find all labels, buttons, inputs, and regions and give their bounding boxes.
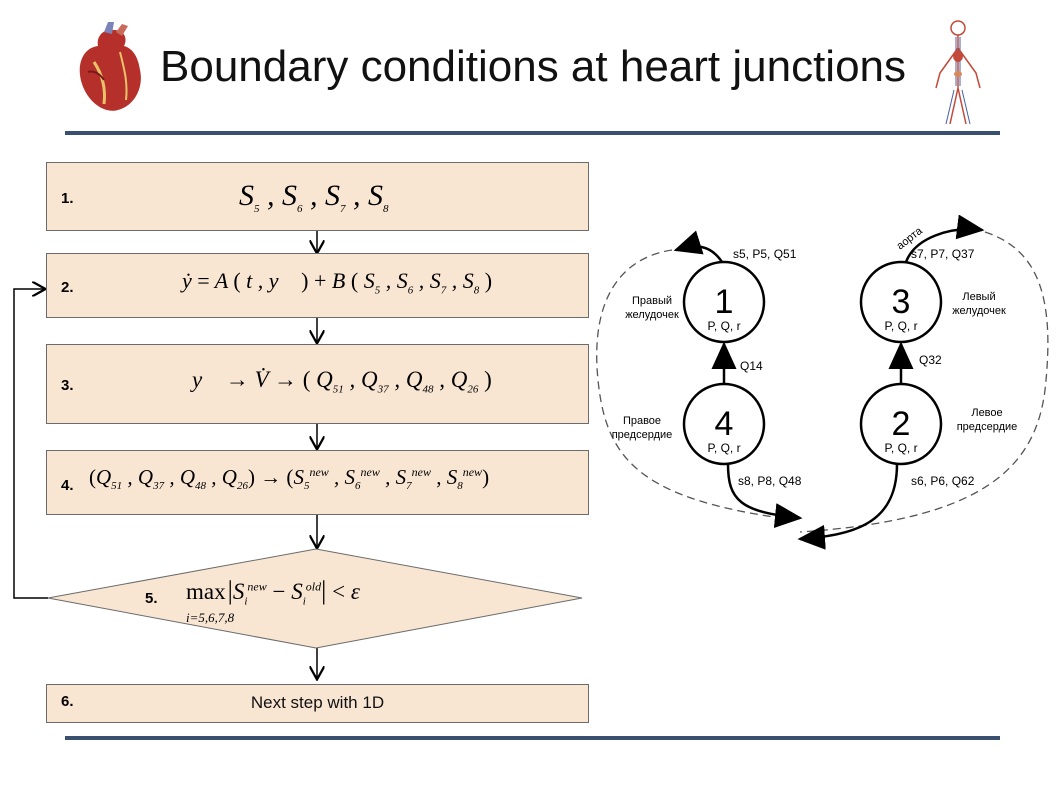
step-1-formula: S5 , S6 , S7 , S8 <box>239 179 389 215</box>
step-4-label: 4. <box>61 477 74 494</box>
step-5-label: 5. <box>145 590 158 607</box>
step-3-formula: y⃗ → V̇ → ( Q51 , Q37 , Q48 , Q26 ) <box>192 367 492 396</box>
step-4-formula: (Q51 , Q37 , Q48 , Q26) → (S5new , S6new… <box>89 465 490 493</box>
node-2-sub: P, Q, r <box>884 441 917 455</box>
node-1: 1 P, Q, r <box>682 260 766 344</box>
heart-chamber-diagram: 1 P, Q, r 3 P, Q, r 4 P, Q, r 2 P, Q, r … <box>596 215 1049 550</box>
outflow-1-arrow <box>673 230 724 263</box>
step-1-box: 1. S5 , S6 , S7 , S8 <box>46 162 589 231</box>
circulatory-system-icon <box>935 20 981 125</box>
step-6-text: Next step with 1D <box>250 693 385 712</box>
step-5-formula: max|Sinew − Siold| < ε <box>186 576 360 608</box>
step-2-label: 2. <box>61 279 74 296</box>
label-node-4-line2: предсердие <box>612 429 673 441</box>
pulmonary-loop-dashed <box>596 249 796 521</box>
decision-diamond <box>47 548 583 649</box>
step-3-box: 3. y⃗ → V̇ → ( Q51 , Q37 , Q48 , Q26 ) <box>46 344 589 424</box>
node-1-sub: P, Q, r <box>707 319 740 333</box>
label-node-3-line2: желудочек <box>952 305 1006 317</box>
label-node-4-line1: Правое <box>623 415 661 427</box>
edge-label-q14: Q14 <box>740 359 763 373</box>
footer-divider <box>65 736 1000 740</box>
inflow-2-arrow <box>797 463 899 550</box>
inflow-4-arrow <box>726 463 803 528</box>
step-5-subscript: i=5,6,7,8 <box>186 610 235 625</box>
node-4-sub: P, Q, r <box>707 441 740 455</box>
step-2-formula: ẏ = A ( t , y⃗ ) + B ( S5 , S6 , S7 , S… <box>182 268 493 297</box>
node-4: 4 P, Q, r <box>682 382 766 466</box>
heart-icon <box>79 22 141 111</box>
node-3: 3 P, Q, r <box>859 260 943 344</box>
edge-label-q32: Q32 <box>919 353 942 367</box>
step-1-label: 1. <box>61 190 74 207</box>
node-3-id: 3 <box>892 283 911 321</box>
title-divider <box>65 131 1000 135</box>
edge-label-in4: s8, P8, Q48 <box>738 474 802 488</box>
step-6-box: 6. Next step with 1D <box>46 684 589 723</box>
label-node-1-line1: Правый <box>632 295 672 307</box>
label-node-3-line1: Левый <box>962 291 995 303</box>
label-node-2-line1: Левое <box>971 407 1002 419</box>
edge-label-in2: s6, P6, Q62 <box>911 474 975 488</box>
systemic-loop-dashed <box>799 231 1049 533</box>
node-1-id: 1 <box>715 283 734 321</box>
step-2-box: 2. ẏ = A ( t , y⃗ ) + B ( S5 , S6 , S7 … <box>46 253 589 318</box>
node-3-sub: P, Q, r <box>884 319 917 333</box>
node-2-id: 2 <box>892 405 911 443</box>
outflow-3-arrow <box>904 215 985 263</box>
step-6-label: 6. <box>61 693 74 710</box>
edge-label-out3: s7, P7, Q37 <box>911 247 975 261</box>
label-node-2-line2: предсердие <box>957 421 1018 433</box>
node-2: 2 P, Q, r <box>859 382 943 466</box>
edge-label-out1: s5, P5, Q51 <box>733 247 797 261</box>
step-3-label: 3. <box>61 377 74 394</box>
loop-back-arrow <box>13 289 48 599</box>
node-4-id: 4 <box>715 405 734 443</box>
step-4-box: 4. (Q51 , Q37 , Q48 , Q26) → (S5new , S6… <box>46 450 589 515</box>
page-title: Boundary conditions at heart junctions <box>160 42 907 91</box>
label-node-1-line2: желудочек <box>625 309 679 321</box>
